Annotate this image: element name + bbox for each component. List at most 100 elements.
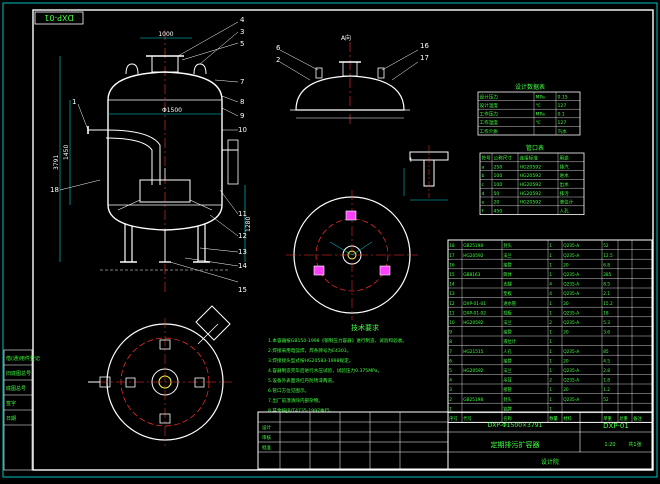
nozzle-cell: 连接标准 bbox=[520, 155, 539, 162]
callout-number: 13 bbox=[238, 248, 247, 256]
parts-cell: Q235-A bbox=[563, 378, 579, 384]
nozzle-cell: e bbox=[482, 201, 485, 206]
design-data-cell: ℃ bbox=[536, 103, 541, 109]
parts-cell: 垫板 bbox=[503, 290, 512, 297]
callout-number: 11 bbox=[238, 210, 247, 218]
title-spec: DXP-Φ1500×3791 bbox=[488, 422, 543, 429]
parts-cell: 1 bbox=[549, 387, 552, 393]
parts-cell: 12 bbox=[449, 301, 455, 307]
parts-cell: 法兰 bbox=[503, 319, 512, 326]
parts-cell: 6 bbox=[449, 358, 452, 364]
parts-cell: 1 bbox=[549, 310, 552, 316]
callout-number: 9 bbox=[240, 112, 244, 120]
nozzle-cell: 进水 bbox=[560, 172, 570, 179]
drawing-number-top-box bbox=[34, 11, 84, 25]
parts-cell: 1.2 bbox=[603, 387, 610, 393]
nozzle-cell: 公称尺寸 bbox=[494, 155, 513, 162]
parts-cell: 14 bbox=[449, 282, 455, 288]
parts-header-cell: 材料 bbox=[563, 415, 572, 422]
parts-cell: 2 bbox=[449, 397, 452, 403]
parts-cell: 1 bbox=[549, 406, 552, 412]
parts-cell: 1 bbox=[549, 272, 552, 278]
parts-cell: HG20592 bbox=[463, 320, 483, 326]
nozzle-cell: HG20592 bbox=[520, 191, 542, 197]
tech-req-line: 8.其余按JB/T4735-1997执行。 bbox=[268, 407, 334, 414]
parts-cell: 1 bbox=[549, 330, 552, 336]
parts-cell: 吊耳 bbox=[503, 378, 512, 384]
tech-req-line: 4.容器制造完毕后进行水压试验，试验压力0.375MPa。 bbox=[268, 367, 382, 374]
title-approve: 批准 bbox=[262, 444, 271, 451]
parts-cell: 52 bbox=[603, 243, 609, 249]
nozzle-cell: 100 bbox=[494, 173, 503, 179]
side-label: 借(通)用件登记 bbox=[6, 355, 40, 362]
callout-number: 18 bbox=[50, 186, 59, 194]
callout-number: 1 bbox=[72, 98, 76, 106]
parts-cell: 进水管 bbox=[503, 300, 517, 307]
nozzle-cell: 450 bbox=[494, 208, 503, 214]
parts-cell: 1 bbox=[549, 243, 552, 249]
parts-cell: 接管 bbox=[503, 261, 512, 268]
nozzle-cell: f bbox=[482, 208, 484, 214]
design-data-cell: ℃ bbox=[536, 120, 541, 126]
parts-cell: DXP-01-01 bbox=[463, 301, 486, 307]
callout-number: 16 bbox=[420, 42, 429, 50]
design-data-cell: 设计压力 bbox=[480, 93, 499, 100]
parts-cell: 2 bbox=[549, 320, 552, 326]
parts-header-cell: 序号 bbox=[449, 415, 458, 422]
side-label: 日期 bbox=[6, 416, 16, 422]
callout-number: 14 bbox=[238, 262, 247, 270]
side-label: 底图总号 bbox=[6, 385, 26, 392]
callout-number: 12 bbox=[238, 232, 247, 240]
parts-cell: 16 bbox=[449, 262, 455, 268]
parts-cell: 8.5 bbox=[603, 282, 610, 288]
tech-req-line: 5.设备外表面涂红丹防锈漆两道。 bbox=[268, 377, 337, 384]
parts-cell: 1 bbox=[549, 339, 552, 345]
parts-cell: 5.3 bbox=[603, 320, 610, 326]
parts-cell: 3.6 bbox=[603, 330, 610, 336]
nzt-grid bbox=[479, 152, 585, 215]
parts-cell: 2.8 bbox=[603, 368, 610, 374]
parts-header-cell: 单重 bbox=[603, 415, 612, 422]
side-label: 旧底图总号 bbox=[6, 370, 31, 377]
parts-cell: HG20592 bbox=[463, 368, 483, 374]
callout-number: 10 bbox=[238, 126, 247, 134]
design-data-cell: 0.1 bbox=[558, 112, 565, 118]
title-sheet: 共1张 bbox=[628, 441, 641, 448]
parts-cell: Q235-A bbox=[563, 349, 579, 355]
nozzle-cell: 液位计 bbox=[560, 199, 574, 206]
nozzle-cell: 人孔 bbox=[560, 207, 570, 214]
parts-cell: 人孔 bbox=[503, 348, 512, 355]
parts-cell: HG20592 bbox=[463, 253, 483, 259]
parts-cell: 1 bbox=[549, 262, 552, 268]
parts-cell: 9 bbox=[449, 330, 452, 336]
dim-top-width: 1000 bbox=[158, 31, 173, 38]
parts-cell: 封头 bbox=[503, 396, 512, 403]
design-data-cell: 0.15 bbox=[558, 94, 568, 100]
parts-cell: 285 bbox=[603, 272, 611, 278]
nozzle-cell: HG20592 bbox=[520, 182, 542, 188]
callout-number: 8 bbox=[240, 98, 244, 106]
design-data-cell: 汽水 bbox=[558, 128, 568, 135]
parts-cell: 20 bbox=[563, 387, 569, 393]
parts-cell: Q235-A bbox=[563, 272, 579, 278]
design-data-cell: MPa bbox=[536, 112, 546, 118]
main-elevation-view: 1000 Φ1500 3791 1450 1280 bbox=[53, 21, 252, 295]
design-data-cell: 设计温度 bbox=[480, 102, 499, 109]
title-name: 定期排污扩容器 bbox=[491, 440, 540, 449]
nozzle-cell: HG20592 bbox=[520, 173, 542, 179]
dim-diameter: Φ1500 bbox=[162, 107, 182, 114]
parts-cell: 10 bbox=[449, 320, 455, 326]
parts-cell: 法兰 bbox=[503, 367, 512, 374]
tech-req-line: 1.本容器按GB150-1998《钢制压力容器》进行制造、试验和验收。 bbox=[268, 337, 407, 344]
parts-cell: Q235-A bbox=[563, 291, 579, 297]
parts-cell: 20 bbox=[563, 301, 569, 307]
parts-cell: GB25198 bbox=[463, 397, 483, 403]
parts-cell: 封头 bbox=[503, 242, 512, 249]
parts-cell: 18 bbox=[449, 243, 455, 249]
callout-number: 4 bbox=[240, 16, 245, 24]
sheet-border bbox=[2, 2, 658, 478]
parts-cell: 1 bbox=[549, 368, 552, 374]
parts-cell: 4 bbox=[549, 282, 552, 288]
